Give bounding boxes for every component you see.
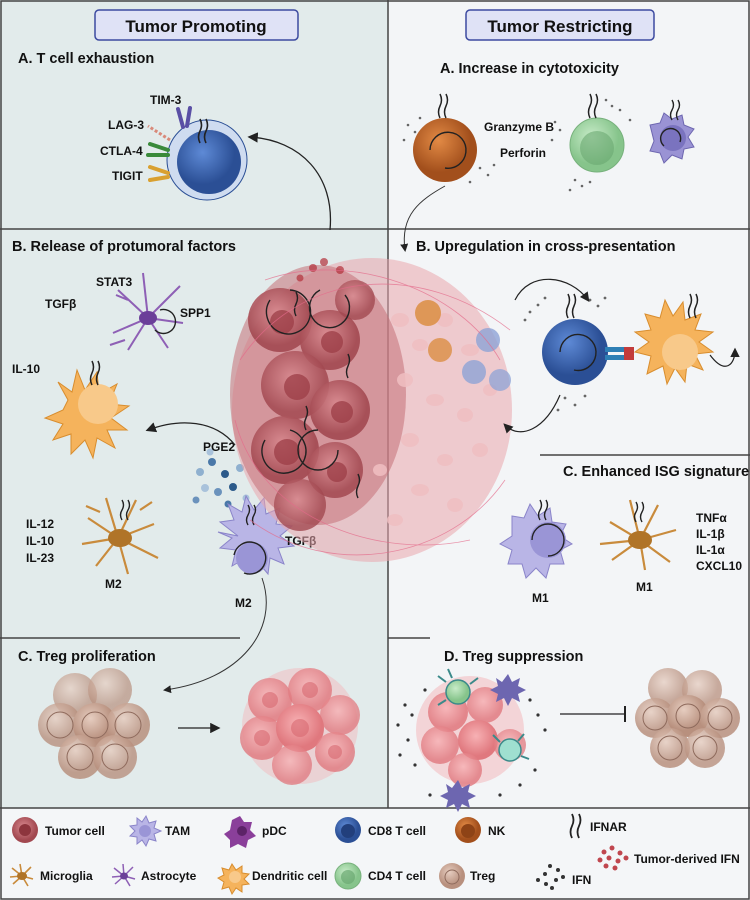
il10-label: IL-10 bbox=[12, 362, 40, 376]
legend-pdc: pDC bbox=[262, 824, 287, 838]
tam-right-top bbox=[649, 99, 695, 164]
tam-icon bbox=[128, 814, 163, 848]
treg-cluster-left bbox=[38, 668, 150, 779]
arrow-cytotoxicity-to-tumor bbox=[400, 185, 446, 252]
legend-microglia: Microglia bbox=[40, 869, 93, 883]
legend-nk: NK bbox=[488, 824, 506, 838]
legend-cd8-t-cell: CD8 T cell bbox=[368, 824, 426, 838]
tigit-label: TIGIT bbox=[112, 169, 143, 183]
spp1-label: SPP1 bbox=[180, 306, 211, 320]
legend-tumor-derived-ifn: Tumor-derived IFN bbox=[634, 852, 740, 866]
legend-cd4-t-cell: CD4 T cell bbox=[368, 869, 426, 883]
left-b-title: B. Release of protumoral factors bbox=[12, 239, 236, 255]
arrow-tumor-to-cd8 bbox=[514, 278, 590, 302]
il10b-label: IL-10 bbox=[26, 534, 54, 548]
legend-ifnar: IFNAR bbox=[590, 820, 627, 834]
m2-label-tam: M2 bbox=[235, 596, 252, 610]
arrow-pge2-to-dc bbox=[145, 422, 236, 446]
cd4-t-cell-suppress-1 bbox=[437, 668, 479, 706]
tumor-mass bbox=[230, 258, 512, 562]
astrocyte-icon bbox=[111, 863, 136, 887]
ifn-dots-treg-suppression bbox=[396, 688, 547, 797]
ifnar-icon bbox=[569, 813, 582, 839]
pge2-molecules bbox=[192, 448, 250, 508]
legend-panel bbox=[0, 808, 750, 900]
dendritic-cell-right bbox=[633, 293, 715, 386]
header-left-text: Tumor Promoting bbox=[125, 17, 266, 36]
tumor-cell-icon bbox=[12, 817, 38, 843]
tigit-receptor-icon bbox=[148, 165, 170, 182]
cytotoxic-granules bbox=[402, 98, 632, 192]
nk-cell bbox=[413, 93, 477, 182]
right-c-title: C. Enhanced ISG signature bbox=[563, 464, 749, 480]
lag3-receptor-icon bbox=[147, 124, 171, 142]
dendritic-cell-icon bbox=[217, 863, 251, 896]
right-a-title: A. Increase in cytotoxicity bbox=[440, 61, 619, 77]
cd4-t-cell-icon bbox=[334, 862, 362, 890]
granzyme-b-label: Granzyme B bbox=[484, 120, 554, 134]
arrow-tumor-to-exhaustion bbox=[247, 132, 332, 231]
header-right: Tumor Restricting bbox=[465, 9, 655, 41]
treg-cluster-right bbox=[635, 668, 740, 768]
legend-treg: Treg bbox=[470, 869, 495, 883]
lag3-label: LAG-3 bbox=[108, 118, 144, 132]
pdc-icon bbox=[224, 816, 256, 848]
cd4-t-cell-suppress-2 bbox=[492, 733, 530, 762]
tim3-receptor-icon bbox=[176, 106, 192, 129]
perforin-label: Perforin bbox=[500, 146, 546, 160]
arrow-dc-loop bbox=[709, 347, 740, 367]
m2-label-microglia: M2 bbox=[105, 577, 122, 591]
microglia-m2-cell bbox=[81, 497, 159, 575]
tumor-cluster-left bbox=[240, 668, 360, 785]
ctla4-label: CTLA-4 bbox=[100, 144, 143, 158]
arrow-tam-to-treg bbox=[163, 577, 267, 694]
arrow-cd8-to-tumor bbox=[503, 394, 561, 434]
tam-suppress-1 bbox=[490, 674, 526, 706]
legend-tam: TAM bbox=[165, 824, 190, 838]
tam-suppress-2 bbox=[440, 780, 476, 812]
nk-icon bbox=[455, 817, 481, 843]
right-b-title: B. Upregulation in cross-presentation bbox=[416, 239, 675, 255]
legend-tumor-cell: Tumor cell bbox=[45, 824, 105, 838]
microglia-m1-cell bbox=[599, 499, 677, 571]
dendritic-cell-protumoral bbox=[43, 360, 131, 460]
ctla4-receptor-icon bbox=[146, 142, 170, 157]
cd8-t-cell-right bbox=[542, 293, 608, 385]
cd8-t-cell-icon bbox=[335, 817, 361, 843]
microglia-icon bbox=[9, 863, 34, 887]
cd4-t-cell-right bbox=[569, 93, 625, 173]
inhibition-arrow bbox=[560, 706, 626, 722]
legend-ifn: IFN bbox=[572, 873, 591, 887]
tumor-derived-ifn-icon bbox=[597, 845, 629, 871]
il12-label: IL-12 bbox=[26, 517, 54, 531]
il1b-label: IL-1β bbox=[696, 527, 725, 541]
treg-icon bbox=[439, 863, 465, 889]
stat3-label: STAT3 bbox=[96, 275, 133, 289]
cxcl10-label: CXCL10 bbox=[696, 559, 742, 573]
tnfa-label: TNFα bbox=[696, 511, 727, 525]
m1-label-tam: M1 bbox=[532, 591, 549, 605]
exhausted-cd8-t-cell bbox=[166, 118, 248, 201]
tgfb-label: TGFβ bbox=[45, 297, 76, 311]
legend: Tumor cell TAM pDC CD8 T cell NK IFNAR M… bbox=[9, 813, 740, 896]
tam-m1-cell bbox=[499, 499, 573, 579]
astrocyte-cell bbox=[109, 272, 184, 351]
ifn-icon bbox=[536, 864, 565, 890]
il1a-label: IL-1α bbox=[696, 543, 725, 557]
pge2-label: PGE2 bbox=[203, 440, 235, 454]
left-c-title: C. Treg proliferation bbox=[18, 649, 156, 665]
header-right-text: Tumor Restricting bbox=[487, 17, 632, 36]
ifn-dots-crosspresentation bbox=[523, 296, 607, 412]
left-a-title: A. T cell exhaustion bbox=[18, 51, 154, 67]
legend-dendritic-cell: Dendritic cell bbox=[252, 869, 327, 883]
tim3-label: TIM-3 bbox=[150, 93, 182, 107]
right-d-title: D. Treg suppression bbox=[444, 649, 583, 665]
il23-label: IL-23 bbox=[26, 551, 54, 565]
header-left: Tumor Promoting bbox=[94, 9, 299, 41]
m1-label-microglia: M1 bbox=[636, 580, 653, 594]
legend-astrocyte: Astrocyte bbox=[141, 869, 197, 883]
mhc-tcr-synapse bbox=[605, 347, 634, 360]
